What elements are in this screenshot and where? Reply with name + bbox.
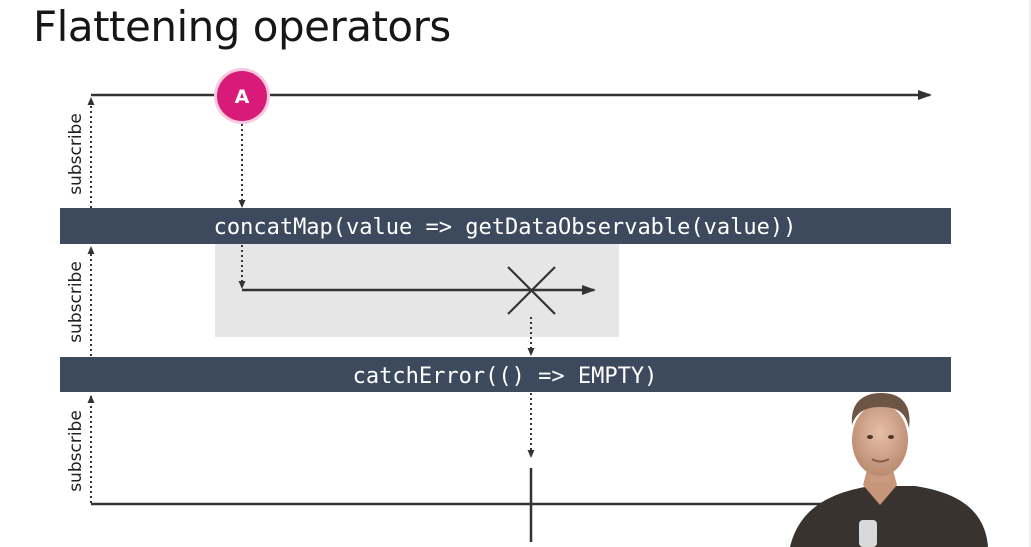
catcherror-operator-bar	[60, 357, 951, 392]
marble-a: A	[214, 68, 270, 124]
subscribe-label-bottom: subscribe	[66, 410, 86, 492]
subscribe-label-top: subscribe	[66, 113, 86, 195]
error-x-icon	[507, 266, 556, 315]
presenter-video-overlay	[790, 393, 988, 547]
slide-edge	[1029, 0, 1031, 547]
catcherror-operator-label: catchError(() => EMPTY)	[353, 364, 658, 389]
concatmap-operator-bar	[60, 208, 951, 244]
slide-title: Flattening operators	[33, 2, 451, 51]
concatmap-operator-label: concatMap(value => getDataObservable(val…	[214, 215, 797, 240]
marble-a-label: A	[235, 86, 250, 108]
subscribe-label-middle: subscribe	[66, 261, 86, 343]
